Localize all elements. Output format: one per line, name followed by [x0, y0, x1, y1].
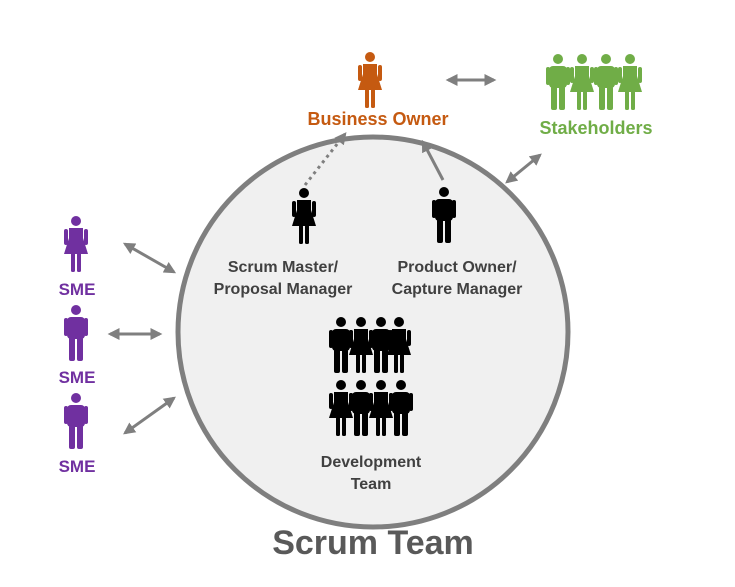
person-female-icon [618, 54, 642, 110]
development-team-label-1: Development [321, 454, 422, 471]
person-male-icon [594, 54, 618, 110]
double-arrow-icon [107, 74, 542, 435]
arrow-circle-stakeholders [505, 153, 542, 184]
product-owner-label-1: Product Owner/ [397, 259, 517, 276]
sme-figures [64, 216, 88, 449]
arrow-po-bo [421, 139, 445, 181]
stakeholders-group [546, 54, 642, 110]
business-owner-figure [358, 52, 382, 108]
product-owner-label-2: Capture Manager [392, 281, 523, 298]
arrow-sme1 [122, 242, 177, 274]
business-owner-label: Business Owner [307, 109, 448, 129]
person-male-icon [546, 54, 570, 110]
person-female-icon [64, 216, 88, 272]
stakeholders-label: Stakeholders [539, 118, 652, 138]
scrum-master-label-2: Proposal Manager [214, 281, 353, 298]
development-team-label-2: Team [351, 476, 392, 493]
person-male-icon [64, 393, 88, 449]
scrum-team-label: Scrum Team [272, 524, 474, 562]
sme-label-3: SME [59, 457, 96, 476]
person-male-icon [64, 305, 88, 361]
scrum-master-label-1: Scrum Master/ [228, 259, 339, 276]
person-female-icon [570, 54, 594, 110]
arrow-sme3 [123, 396, 176, 435]
sme-label-2: SME [59, 368, 96, 387]
sme-label-1: SME [59, 280, 96, 299]
